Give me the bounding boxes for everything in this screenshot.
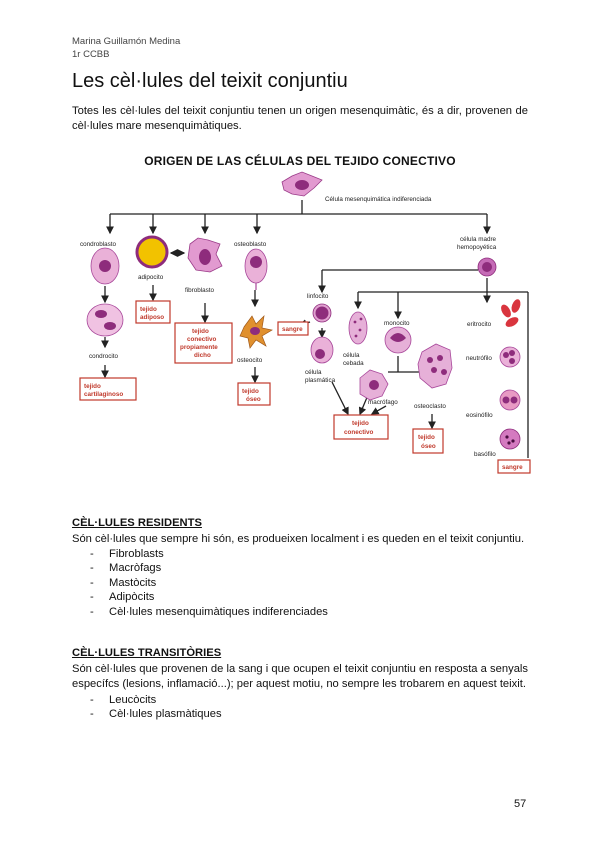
list-item: Adipòcits xyxy=(90,590,328,605)
label-madre-1: célula madre xyxy=(460,236,497,243)
transients-text: Són cèl·lules que provenen de la sang i … xyxy=(72,663,528,690)
label-macrofago: macrófago xyxy=(368,399,398,406)
osteocyte-cell xyxy=(239,314,273,349)
macrophage-cell xyxy=(359,369,389,401)
basophil-cell xyxy=(499,428,521,450)
label-fibroblasto: fibroblasto xyxy=(185,287,215,294)
residents-list: Fibroblasts Macròfags Mastòcits Adipòcit… xyxy=(90,547,328,619)
osteoblast-cell xyxy=(244,248,268,290)
list-item: Cèl·lules mesenquimàtiques indiferenciad… xyxy=(90,605,328,620)
box-conectivo-p-3: propiamente xyxy=(180,344,218,351)
label-linfocito: linfocito xyxy=(307,293,329,300)
label-condrocito: condrocito xyxy=(89,353,119,360)
list-item: Mastòcits xyxy=(90,576,328,591)
page-header: Marina Guillamón Medina 1r CCBB xyxy=(72,35,180,61)
box-conectivo-1: tejido xyxy=(352,420,369,427)
label-plasmatica-1: célula xyxy=(305,369,322,376)
label-osteocito: osteocito xyxy=(237,357,263,364)
adipocyte-cell xyxy=(135,235,169,269)
lymphocyte-cell xyxy=(312,303,332,323)
box-cartilaginoso-1: tejido xyxy=(84,383,101,390)
list-item: Leucòcits xyxy=(90,693,222,708)
fibroblast-cell xyxy=(187,237,223,273)
box-oseo-a-1: tejido xyxy=(242,388,259,395)
box-cartilaginoso-2: cartilaginoso xyxy=(84,391,123,398)
box-conectivo-2: conectivo xyxy=(344,429,374,436)
hematopoietic-stem-cell xyxy=(477,257,497,277)
label-plasmatica-2: plasmática xyxy=(305,377,336,384)
box-sangre-a: sangre xyxy=(282,326,303,333)
figure-title: ORIGEN DE LAS CÉLULAS DEL TEJIDO CONECTI… xyxy=(144,154,456,168)
label-adipocito: adipocito xyxy=(138,274,164,281)
box-oseo-b-1: tejido xyxy=(418,434,435,441)
residents-title: CÈL·LULES RESIDENTS xyxy=(72,517,202,529)
list-item: Macròfags xyxy=(90,561,328,576)
course-label: 1r CCBB xyxy=(72,49,110,60)
label-neutrofilo: neutrófilo xyxy=(466,355,492,362)
label-condroblasto: condroblasto xyxy=(80,241,117,248)
label-madre-2: hemopoyética xyxy=(457,244,497,251)
label-mesenquimatica: Célula mesenquimática indiferenciada xyxy=(325,196,432,203)
mast-cell xyxy=(348,311,368,345)
label-eritrocito: eritrocito xyxy=(467,321,492,328)
neutrophil-cell xyxy=(499,346,521,368)
page-number: 57 xyxy=(514,798,527,810)
box-conectivo-p-1: tejido xyxy=(192,328,209,335)
residents-text: Són cèl·lules que sempre hi són, es prod… xyxy=(72,533,525,545)
author-name: Marina Guillamón Medina xyxy=(72,36,181,47)
eosinophil-cell xyxy=(499,389,521,411)
chondrocyte-cell xyxy=(86,303,124,337)
list-item: Cèl·lules plasmàtiques xyxy=(90,707,222,722)
label-cebada-2: cebada xyxy=(343,360,364,367)
label-cebada-1: célula xyxy=(343,352,360,359)
mesenchymal-cell xyxy=(281,171,323,197)
label-basofilo: basófilo xyxy=(474,451,496,458)
list-item: Fibroblasts xyxy=(90,547,328,562)
box-oseo-b-2: óseo xyxy=(421,443,436,450)
label-eosinofilo: eosinófilo xyxy=(466,412,493,419)
transients-list: Leucòcits Cèl·lules plasmàtiques xyxy=(90,693,222,722)
transients-title: CÈL·LULES TRANSITÒRIES xyxy=(72,647,222,659)
erythrocytes xyxy=(501,299,521,327)
box-sangre-b: sangre xyxy=(502,464,523,471)
box-oseo-a-2: óseo xyxy=(246,396,261,403)
plasma-cell xyxy=(310,336,334,364)
osteoclast-cell xyxy=(417,343,453,389)
box-adiposo-1: tejido xyxy=(140,306,157,313)
label-monocito: monocito xyxy=(384,320,410,327)
page-title: Les cèl·lules del teixit conjuntiu xyxy=(72,70,348,92)
label-osteoblasto: osteoblasto xyxy=(234,241,267,248)
box-conectivo-p-4: dicho xyxy=(194,352,211,359)
box-conectivo-p-2: conectivo xyxy=(187,336,217,343)
label-osteoclasto: osteoclasto xyxy=(414,403,446,410)
intro-paragraph: Totes les cèl·lules del teixit conjuntiu… xyxy=(72,105,528,132)
box-adiposo-2: adiposo xyxy=(140,314,164,321)
chondroblast-cell xyxy=(90,247,120,285)
cell-origin-diagram: Célula mesenquimática indiferenciada con… xyxy=(79,171,531,474)
monocyte-cell xyxy=(384,326,412,354)
